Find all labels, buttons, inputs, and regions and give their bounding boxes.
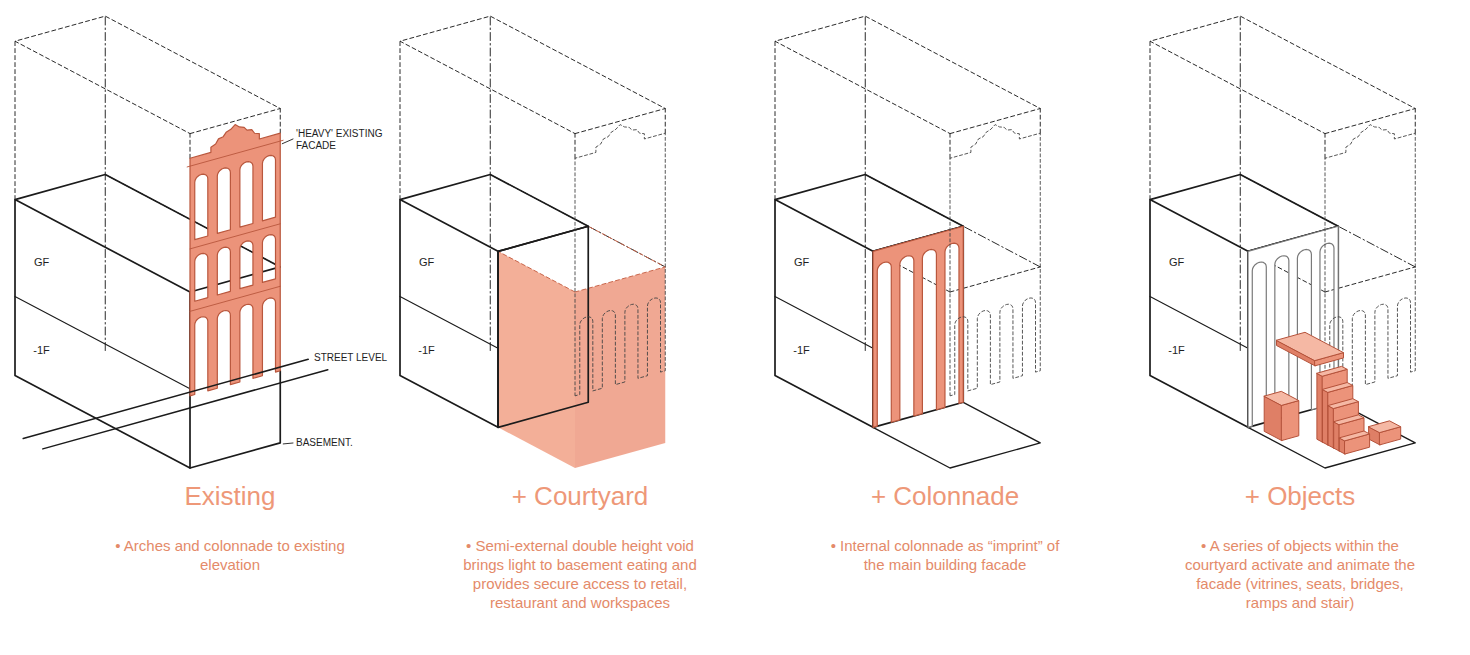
upper-volume-outline [15,16,280,133]
panel-title: + Courtyard [400,481,760,511]
seat-object [1369,421,1401,433]
stair-step [1323,389,1329,445]
floor-line [1150,296,1248,348]
leader-line [282,139,293,444]
floor-line [775,296,873,348]
floor-level-label: -1F [793,344,810,356]
panel-sketch [400,16,665,468]
panel-description: • Arches and colonnade to existing eleva… [105,536,355,574]
vitrine-object [1282,401,1299,441]
upper-volume-outline [775,16,1040,133]
stair-step [1328,399,1358,409]
floor-line [15,296,190,388]
floor-level-label: GF [419,256,434,268]
stair-step [1339,431,1369,441]
floor-level-label: -1F [418,344,435,356]
upper-volume-edge [1150,41,1415,199]
upper-volume-edge [400,41,665,199]
stair-step [1328,406,1334,449]
panel-description: • Internal colonnade as “imprint” of the… [820,536,1070,574]
panel-title: Existing [50,481,410,511]
facade-imprint [575,125,665,396]
stair-step [1334,422,1340,451]
floor-level-label: GF [1169,256,1184,268]
floor-level-label: GF [794,256,809,268]
courtyard-void-top [498,226,665,292]
bridge-object [1277,332,1344,360]
panel-sketch [15,16,328,468]
stair-step [1334,415,1364,425]
annotation-label: 'HEAVY' EXISTING FACADE [296,128,391,152]
panel-description: • A series of objects within the courtya… [1175,536,1425,612]
upper-volume-outline [1150,16,1415,133]
existing-volume [1150,175,1338,428]
floor-level-label: GF [34,256,49,268]
stair-step [1323,383,1353,393]
panel-description: • Semi-external double height void bring… [453,536,708,612]
floor-level-label: -1F [1168,344,1185,356]
panel-sketch [775,16,1040,468]
existing-volume [775,175,963,428]
upper-volume-edge [775,41,1040,199]
existing-volume [400,175,588,428]
panel-title: + Colonnade [765,481,1125,511]
panel-title: + Objects [1120,481,1470,511]
panel-sketch [1150,16,1415,468]
floor-line [400,296,498,348]
courtyard-void-side [498,251,575,468]
basement-wall [190,371,280,468]
stair-step [1317,366,1347,376]
annotation-label: BASEMENT. [296,437,353,449]
floor-level-label: -1F [33,344,50,356]
facade-imprint [950,125,1040,396]
facade-cornice [187,140,283,311]
vitrine-object [1264,391,1299,405]
existing-facade [190,125,280,396]
stair-step [1317,373,1323,442]
annotation-label: STREET LEVEL [314,352,387,364]
upper-volume-outline [400,16,665,133]
street-line [23,359,328,449]
